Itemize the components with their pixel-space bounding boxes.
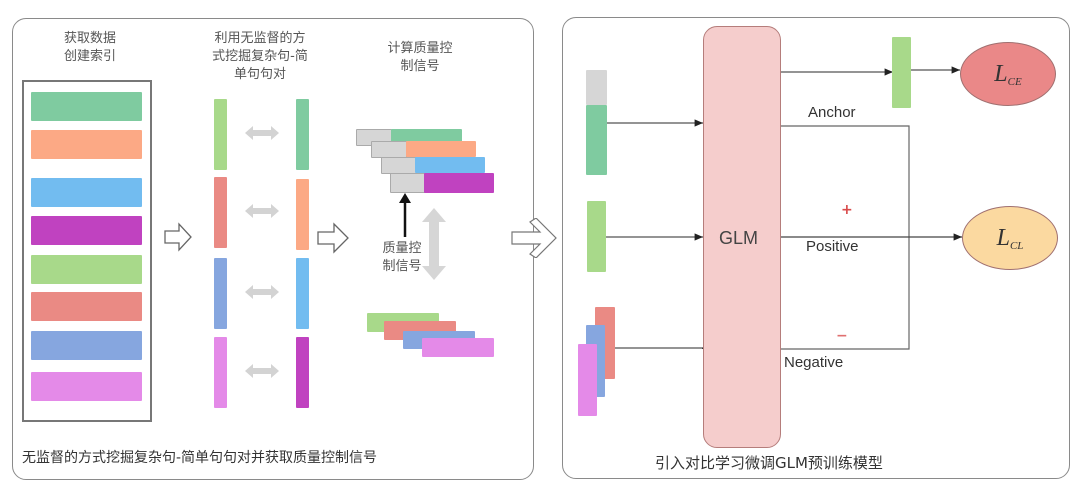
data-index-box	[22, 80, 152, 422]
simple-sentence-bar	[296, 337, 309, 408]
ce-output-bar	[892, 37, 911, 108]
index-data-bar	[31, 178, 142, 207]
right-caption: 引入对比学习微调GLM预训练模型	[655, 454, 883, 472]
plus-sign: +	[841, 202, 853, 218]
anchor-input-bar	[586, 105, 607, 175]
simple-sentence-bar	[296, 99, 309, 170]
pair-double-arrow-icon	[245, 364, 279, 378]
anchor-prompt-cell	[586, 70, 607, 105]
left-caption: 无监督的方式挖掘复杂句-简单句句对并获取质量控制信号	[22, 450, 378, 466]
step1-title: 获取数据 创建索引	[63, 31, 116, 64]
loss-ce-symbol: L	[994, 60, 1008, 87]
negative-label: Negative	[784, 354, 844, 371]
step2-title: 利用无监督的方 式挖掘复杂句-简 单句句对	[212, 31, 308, 82]
loss-cl-symbol: L	[996, 224, 1010, 251]
double-vertical-arrow-icon	[422, 208, 446, 280]
index-data-bar	[31, 130, 142, 159]
index-data-bar	[31, 372, 142, 401]
anchor-label: Anchor	[808, 104, 856, 121]
glm-model-block	[703, 26, 781, 448]
sentence-pair-bar	[415, 157, 485, 173]
complex-sentence-bar	[214, 99, 227, 170]
loss-ce-subscript: CE	[1007, 75, 1022, 88]
step-arrow-icon	[164, 222, 192, 252]
complex-sentence-bar	[214, 177, 227, 248]
positive-input-bar	[587, 201, 606, 272]
pair-double-arrow-icon	[245, 126, 279, 140]
signal-pointer-arrow-icon	[399, 193, 411, 237]
loss-cl-subscript: CL	[1009, 239, 1024, 252]
transition-arrow-icon	[511, 218, 557, 258]
signal-label: 质量控 制信号	[382, 241, 422, 274]
index-data-bar	[31, 92, 142, 121]
simple-sentence-bar	[296, 179, 309, 250]
ranked-pair-bar	[422, 338, 494, 357]
glm-label: GLM	[719, 228, 759, 248]
simple-sentence-bar	[296, 258, 309, 329]
complex-sentence-bar	[214, 258, 227, 329]
step3-title: 计算质量控 制信号	[387, 41, 453, 74]
minus-sign: −	[836, 328, 848, 344]
index-data-bar	[31, 292, 142, 321]
index-data-bar	[31, 255, 142, 284]
sentence-pair-bar	[406, 141, 476, 157]
positive-label: Positive	[806, 238, 859, 255]
pair-double-arrow-icon	[245, 285, 279, 299]
pair-double-arrow-icon	[245, 204, 279, 218]
step-arrow-icon	[317, 222, 349, 254]
loss-ce-node: LCE	[960, 42, 1056, 106]
index-data-bar	[31, 331, 142, 360]
negative-input-bar	[578, 344, 597, 416]
complex-sentence-bar	[214, 337, 227, 408]
sentence-pair-bar	[424, 173, 494, 193]
index-data-bar	[31, 216, 142, 245]
loss-cl-node: LCL	[962, 206, 1058, 270]
